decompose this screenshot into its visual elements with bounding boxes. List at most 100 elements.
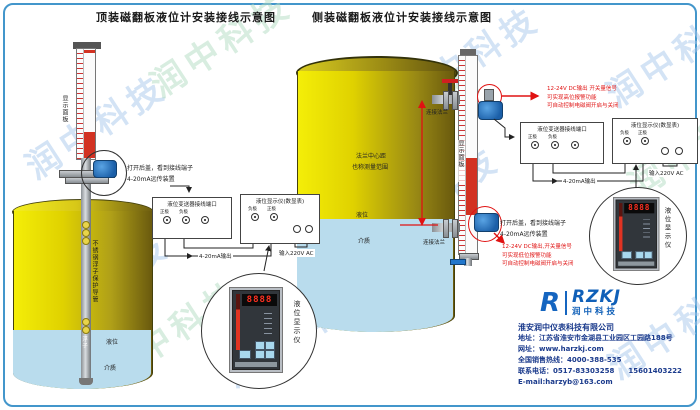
company-name: 淮安润中仪表科技有限公司 xyxy=(518,323,614,332)
right-panel-label: 显示面板 xyxy=(456,140,465,182)
right-diagram-title: 侧装磁翻板液位计安装接线示意图 xyxy=(312,11,492,24)
float-ball xyxy=(82,221,90,229)
terminal-label-negative: 负极 xyxy=(620,131,629,136)
left-sensor-highlight-circle xyxy=(81,150,127,196)
right-open-cover-note: 打开后盖，看到接线端子 xyxy=(500,220,567,227)
company-website: 网址：www.harzkj.com xyxy=(518,345,604,353)
terminal-label-positive: 正极 xyxy=(160,210,169,215)
meter-leds xyxy=(264,313,272,337)
right-remote-device-note: 4-20mA远传装置 xyxy=(500,231,548,238)
meter-display: 8888 xyxy=(242,294,277,306)
right-input-label: 输入220V AC xyxy=(648,169,685,177)
left-probe-tube xyxy=(81,204,91,380)
logo-r-mark: R xyxy=(540,288,561,318)
float-ball xyxy=(82,318,90,326)
terminal xyxy=(623,137,631,145)
left-panel-label: 显示面板 xyxy=(61,95,68,123)
left-transmitter-box-title: 液位变送器接线端口 xyxy=(167,202,217,208)
left-display-box: 液位显示仪(数显表) 负极 正极 xyxy=(240,194,320,244)
terminal xyxy=(163,216,171,224)
right-level-label: 液位 xyxy=(356,212,369,219)
bottom-flange-label: 连接法兰 xyxy=(423,240,446,246)
terminal-label-positive: 正极 xyxy=(528,135,537,140)
left-gauge-column xyxy=(76,48,96,160)
terminal-label-positive: 正极 xyxy=(638,131,647,136)
company-email: E-mail:harzyb@163.com xyxy=(518,378,613,386)
range-note-line1: 法兰中心距 xyxy=(356,153,387,160)
bottom-flange-bolt xyxy=(452,219,458,238)
logo-subtext: 润中科技 xyxy=(572,307,619,317)
low-alarm-note: 12-24V DC输出,开关量信号 可实现低位报警功能 可自动控制电磁阀开启与关… xyxy=(502,244,574,267)
ac-terminal xyxy=(661,147,669,155)
float-ball xyxy=(82,326,90,334)
meter-button xyxy=(265,341,275,350)
terminal xyxy=(531,141,539,149)
left-probe-cap xyxy=(79,378,93,385)
meter-nameplate xyxy=(235,362,277,367)
left-gauge-cap xyxy=(73,42,101,49)
company-phone: 联系电话：0517-83303258 15601403222 xyxy=(518,367,682,375)
right-transmitter-box-title: 液位变送器接线端口 xyxy=(537,127,587,133)
meter-leds xyxy=(643,219,650,240)
right-tank-liquid xyxy=(297,219,453,332)
meter-button xyxy=(239,350,251,359)
left-level-meter: 8888 xyxy=(229,287,283,373)
drain-stem xyxy=(464,258,472,266)
left-open-cover-note: 打开后盖，看到接线端子 xyxy=(127,165,194,172)
left-remote-device-note: 4-20mA远传装置 xyxy=(127,176,175,183)
meter-button xyxy=(643,251,653,259)
logo-divider xyxy=(565,291,568,315)
top-valve-handle xyxy=(442,79,458,83)
right-top-transmitter xyxy=(478,101,503,120)
right-gauge-cap xyxy=(460,49,476,55)
meter-button xyxy=(635,251,644,259)
meter-button xyxy=(621,251,632,259)
right-medium-label: 介质 xyxy=(358,238,371,245)
terminal-label-negative: 负极 xyxy=(179,210,188,215)
left-output-label: 4-20mA输出 xyxy=(198,252,233,260)
left-transmitter-sensor xyxy=(93,160,117,178)
meter-display: 8888 xyxy=(624,203,655,214)
bottom-flange-bolt xyxy=(443,219,449,238)
left-input-label: 输入220V AC xyxy=(278,249,315,257)
left-meter-label: 液位显示仪 xyxy=(293,300,301,345)
float-ball xyxy=(82,237,90,245)
company-logo: R RZKJ 润中科技 xyxy=(540,288,621,318)
drain-valve-handle xyxy=(450,259,466,265)
right-meter-label: 液位显示仪 xyxy=(663,207,671,250)
terminal xyxy=(571,141,579,149)
terminal xyxy=(270,213,278,221)
page-border xyxy=(3,3,697,407)
left-diagram-title: 顶装磁翻板液位计安装接线示意图 xyxy=(96,11,276,24)
left-tube-label: 不锈钢浮子保护导管 xyxy=(91,240,98,303)
terminal-label-positive: 正极 xyxy=(267,207,276,212)
right-display-box-title: 液位显示仪(数显表) xyxy=(630,123,680,129)
bottom-switch-highlight-circle xyxy=(468,206,502,242)
top-flange-bolt xyxy=(443,91,449,110)
right-transmitter-box: 液位变送器接线端口 正极 负极 xyxy=(520,122,604,164)
company-info: 淮安润中仪表科技有限公司 地址：江苏省淮安市金湖县工业园区工园路188号 网址：… xyxy=(518,322,682,388)
company-address: 地址：江苏省淮安市金湖县工业园区工园路188号 xyxy=(518,334,673,342)
ac-terminal xyxy=(293,225,301,233)
top-flange-label: 连接法兰 xyxy=(426,110,449,116)
meter-button xyxy=(255,341,265,350)
meter-button xyxy=(255,350,265,359)
float-ball xyxy=(82,229,90,237)
high-alarm-note: 12-24V DC输出 开关量信号 可实现高位报警功能 可自动控制电磁阀开启与关… xyxy=(547,86,619,109)
ac-terminal xyxy=(305,225,313,233)
terminal xyxy=(182,216,190,224)
meter-button xyxy=(265,350,275,359)
terminal-label-negative: 负极 xyxy=(248,207,257,212)
left-transmitter-box: 液位变送器接线端口 正极 负极 xyxy=(152,197,232,239)
right-display-box: 液位显示仪(数显表) 负极 正极 xyxy=(612,118,698,164)
top-flange-bolt xyxy=(452,91,458,110)
left-level-label: 液位 xyxy=(106,339,119,346)
left-float-label: 浮子 xyxy=(81,336,87,349)
terminal xyxy=(641,137,649,145)
company-hotline: 全国销售热线：4000-388-535 xyxy=(518,356,622,364)
meter-bargraph xyxy=(236,294,240,350)
right-bottom-transmitter xyxy=(474,213,499,232)
range-note-line2: 也称测量范围 xyxy=(352,164,389,171)
terminal xyxy=(551,141,559,149)
